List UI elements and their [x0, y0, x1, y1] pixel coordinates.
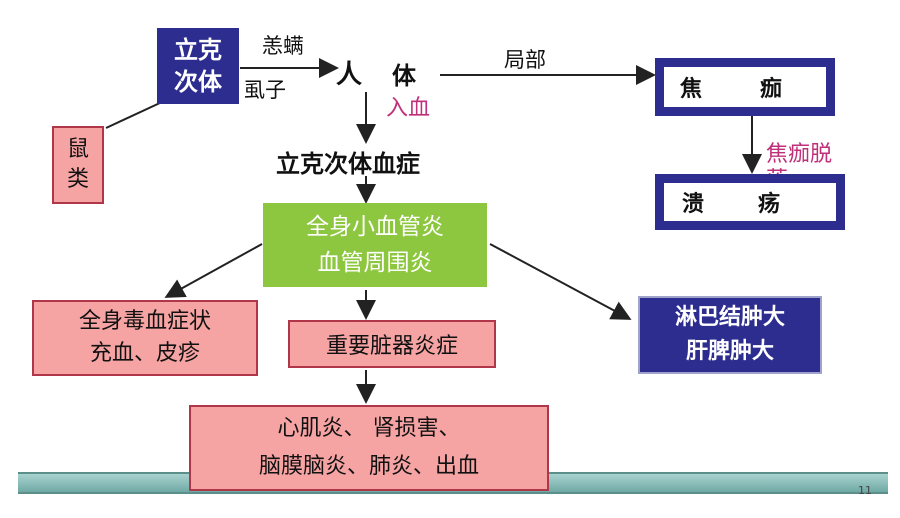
arrow-to-toxemia [164, 243, 263, 298]
louse-label: 虱子 [244, 78, 286, 102]
arrow-to-lymph [489, 243, 632, 320]
organ-list-line1: 心肌炎、 肾损害、 [277, 416, 461, 441]
eschar-left: 焦 [680, 77, 703, 102]
ulcer-left: 溃 [682, 192, 705, 217]
rickettsia-box: 立克 次体 [157, 28, 239, 104]
line-rodent-to-rickettsia [105, 101, 163, 129]
rodent-box: 鼠 类 [52, 126, 104, 204]
blood-entry-label: 入血 [386, 96, 431, 121]
rickettsia-label-line2: 次体 [174, 68, 222, 96]
rodent-label-line1: 鼠 [66, 137, 89, 162]
organ-list-line2: 脑膜脑炎、肺炎、出血 [258, 454, 479, 479]
human-ren: 人 [336, 60, 363, 90]
toxemia-line2: 充血、皮疹 [89, 341, 200, 366]
vasculitis-box: 全身小血管炎 血管周围炎 [263, 203, 487, 287]
organ-inflammation-box: 重要脏器炎症 [288, 320, 496, 368]
rodent-label-line2: 类 [66, 167, 89, 192]
toxemia-box: 全身毒血症状 充血、皮疹 [32, 300, 258, 376]
chigger-label: 恙螨 [262, 34, 304, 58]
local-label: 局部 [504, 48, 546, 72]
eschar-shedding-line1: 焦痂脱 [766, 142, 833, 167]
rickettsemia-label: 立克次体血症 [276, 150, 420, 178]
eschar-right: 痂 [760, 77, 783, 102]
vasculitis-line1: 全身小血管炎 [306, 214, 444, 240]
organ-inflammation-label: 重要脏器炎症 [325, 334, 458, 359]
rickettsia-label-line1: 立克 [174, 36, 222, 64]
lymph-line1: 淋巴结肿大 [674, 305, 785, 330]
vasculitis-line2: 血管周围炎 [317, 250, 433, 276]
toxemia-line1: 全身毒血症状 [78, 309, 211, 334]
ulcer-right: 疡 [758, 192, 781, 217]
slide-number: 11 [858, 484, 872, 497]
lymph-box: 淋巴结肿大 肝脾肿大 [638, 296, 822, 374]
ulcer-box: 溃 疡 [655, 174, 845, 230]
human-ti: 体 [392, 62, 416, 90]
organ-list-box: 心肌炎、 肾损害、 脑膜脑炎、肺炎、出血 [189, 405, 549, 491]
lymph-line2: 肝脾肿大 [685, 339, 774, 364]
eschar-box: 焦 痂 [655, 58, 835, 116]
